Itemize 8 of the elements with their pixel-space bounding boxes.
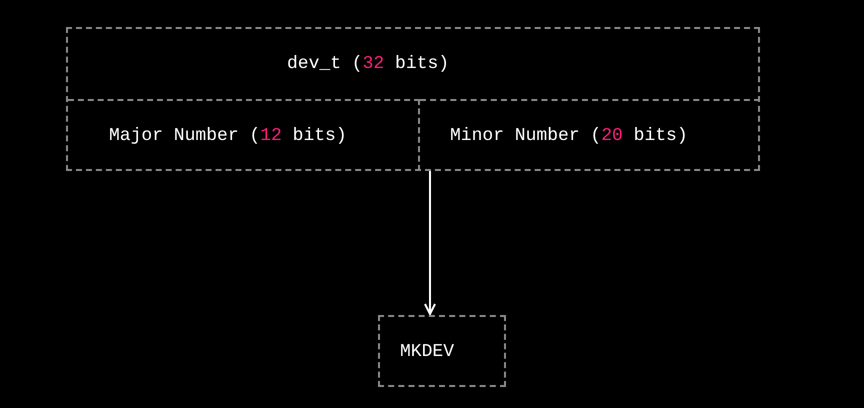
cell-label: MKDEV — [400, 341, 454, 363]
arrow — [424, 171, 436, 315]
table-box — [66, 27, 760, 171]
cell-label: Minor Number (20 bits) — [450, 125, 688, 147]
table-heading: dev_t (32 bits) — [287, 53, 450, 75]
cell-label: Major Number (12 bits) — [109, 125, 347, 147]
process-box — [378, 315, 506, 387]
table-cell — [68, 99, 420, 171]
